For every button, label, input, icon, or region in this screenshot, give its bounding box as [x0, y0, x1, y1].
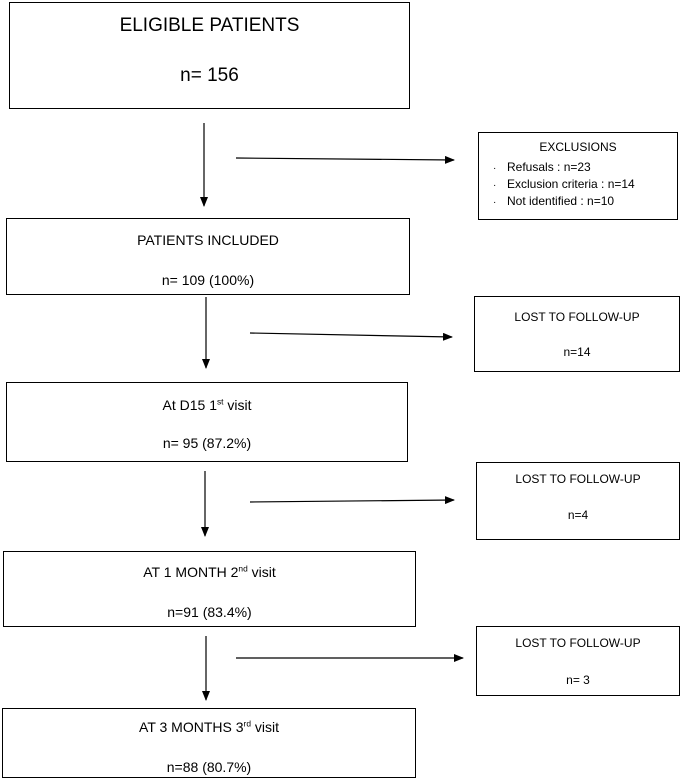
- included-title: PATIENTS INCLUDED: [137, 232, 279, 248]
- lost2-count: n=4: [567, 508, 589, 522]
- bullet-icon: ·: [493, 163, 497, 174]
- arrow-to-exclusions: [235, 155, 455, 164]
- visit-d15-box: At D15 1st visit n= 95 (87.2%): [6, 382, 408, 462]
- visit3-title: AT 3 MONTHS 3rd visit: [139, 718, 279, 735]
- arrow-to-lost2: [249, 496, 455, 505]
- exclusion-item: ·Not identified : n=10: [493, 193, 635, 210]
- exclusions-box: EXCLUSIONS ·Refusals : n=23 ·Exclusion c…: [478, 132, 678, 220]
- lost1-count: n=14: [563, 345, 591, 359]
- visit2-count: n=91 (83.4%): [167, 604, 252, 620]
- lost3-count: n= 3: [566, 673, 590, 687]
- bullet-icon: ·: [493, 197, 497, 208]
- exclusions-list: ·Refusals : n=23 ·Exclusion criteria : n…: [493, 159, 635, 210]
- lost-to-follow-up-box-2: LOST TO FOLLOW-UP n=4: [476, 462, 680, 540]
- visit1-title: At D15 1st visit: [162, 396, 252, 413]
- exclusion-item: ·Refusals : n=23: [493, 159, 635, 176]
- arrow-to-lost1: [249, 332, 453, 341]
- included-count: n= 109 (100%): [161, 272, 255, 288]
- visit3-count: n=88 (80.7%): [166, 759, 252, 775]
- lost2-title: LOST TO FOLLOW-UP: [515, 472, 641, 486]
- bullet-icon: ·: [493, 180, 497, 191]
- lost-to-follow-up-box-1: LOST TO FOLLOW-UP n=14: [474, 296, 680, 372]
- patients-included-box: PATIENTS INCLUDED n= 109 (100%): [6, 218, 410, 295]
- visit-3-months-box: AT 3 MONTHS 3rd visit n=88 (80.7%): [2, 708, 416, 778]
- eligible-title: ELIGIBLE PATIENTS: [119, 15, 300, 36]
- visit-1-month-box: AT 1 MONTH 2nd visit n=91 (83.4%): [3, 551, 416, 627]
- visit2-title: AT 1 MONTH 2nd visit: [143, 563, 276, 580]
- exclusion-item: ·Exclusion criteria : n=14: [493, 176, 635, 193]
- lost-to-follow-up-box-3: LOST TO FOLLOW-UP n= 3: [476, 626, 680, 696]
- exclusions-title: EXCLUSIONS: [539, 140, 617, 154]
- lost3-title: LOST TO FOLLOW-UP: [515, 636, 641, 650]
- visit1-count: n= 95 (87.2%): [162, 435, 252, 451]
- eligible-patients-box: ELIGIBLE PATIENTS n= 156: [9, 2, 410, 109]
- eligible-count: n= 156: [180, 65, 239, 86]
- lost1-title: LOST TO FOLLOW-UP: [514, 310, 640, 324]
